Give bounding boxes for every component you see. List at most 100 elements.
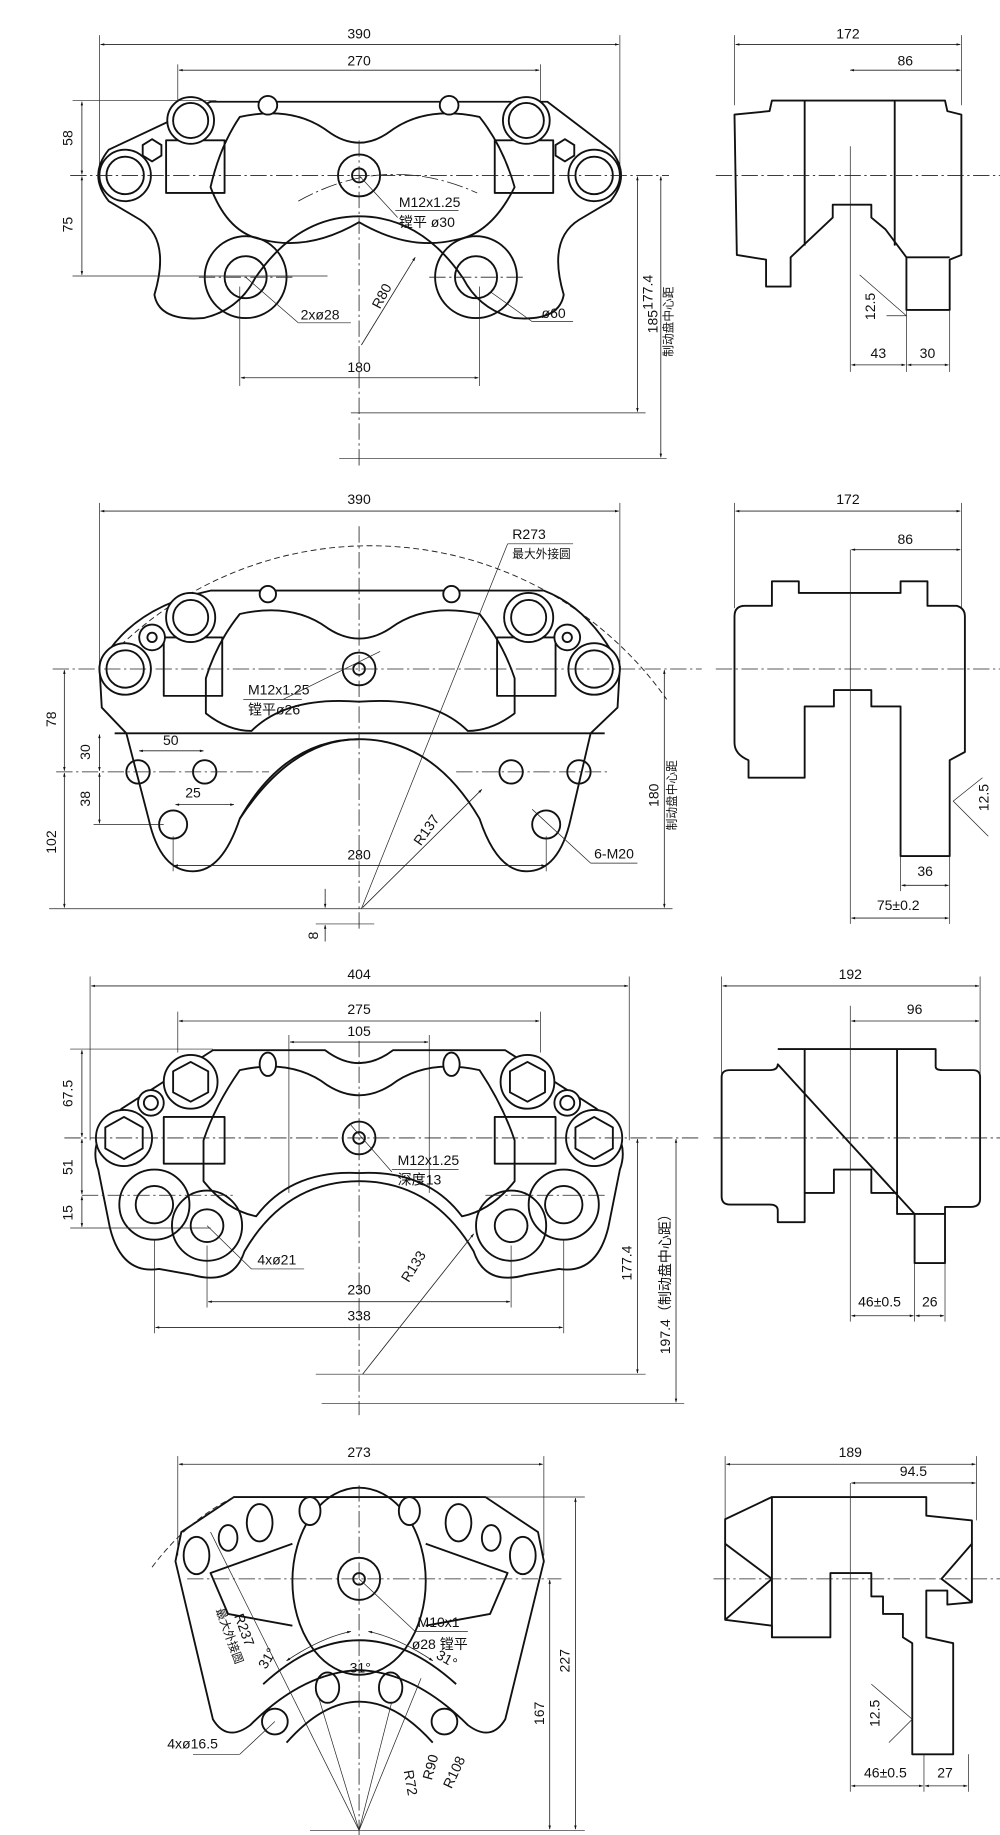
thread-spec: M12x1.25 bbox=[248, 682, 310, 698]
mount-hole bbox=[189, 1208, 225, 1243]
dim-mount-span: 280 bbox=[347, 847, 371, 863]
spotface-spec: ø28 镗平 bbox=[412, 1636, 468, 1652]
dim-height-center: 167 bbox=[531, 1701, 547, 1725]
side-profile bbox=[724, 1496, 973, 1756]
mount-hole bbox=[430, 1707, 459, 1736]
mount-hole-spec: 2xø28 bbox=[301, 306, 340, 322]
dim-67-5: 67.5 bbox=[60, 1080, 76, 1107]
view4-front: 273 31° 31° 31° R237 最大外接圆 M10x1 ø28 镗平 … bbox=[151, 1444, 585, 1835]
disc-center-label: 制动盘中心距 bbox=[662, 286, 676, 356]
dim-side-a: 36 bbox=[917, 863, 933, 879]
dim-15: 15 bbox=[60, 1205, 76, 1221]
mount-hole-spec: 4xø21 bbox=[257, 1251, 296, 1267]
dim-side-width: 172 bbox=[836, 26, 860, 42]
dim-side-half: 94.5 bbox=[900, 1463, 927, 1479]
max-radius-label: 最大外接圆 bbox=[512, 547, 570, 561]
radius-label: R137 bbox=[410, 811, 442, 848]
disc-center-label: 制动盘中心距 bbox=[665, 760, 679, 830]
piston-pocket bbox=[209, 112, 516, 245]
mount-hole bbox=[544, 1184, 584, 1225]
dim-outer-span: 338 bbox=[347, 1307, 371, 1323]
thread-spec: M12x1.25 bbox=[399, 194, 461, 210]
dim-side-half: 86 bbox=[897, 52, 913, 68]
dim-disc-center-a: 177.4 bbox=[640, 275, 656, 310]
mount-hole-spec: 4xø16.5 bbox=[167, 1735, 218, 1751]
dim-width-total: 390 bbox=[347, 26, 371, 42]
dim-bolt-span: 275 bbox=[347, 1001, 371, 1017]
view4-side: 189 94.5 12.5 46±0.5 27 bbox=[713, 1444, 1000, 1792]
bleed-nut-icon bbox=[141, 138, 163, 163]
dim-upper-height: 58 bbox=[60, 130, 76, 146]
dim-disc-center: 180 bbox=[645, 783, 661, 807]
dim-78: 78 bbox=[43, 711, 59, 727]
radius-r90: R90 bbox=[419, 1752, 441, 1781]
view2-side: 172 86 12.5 36 75±0.2 bbox=[715, 491, 1000, 924]
dim-side-b: 27 bbox=[937, 1765, 953, 1781]
dim-side-b: 75±0.2 bbox=[877, 897, 920, 913]
depth-spec: 深度13 bbox=[398, 1172, 442, 1188]
view3-front: 404 275 105 67.5 51 15 M12x1.25 深度13 4xø bbox=[60, 966, 702, 1416]
mount-hole bbox=[531, 809, 562, 840]
spotface-spec: 镗平ø26 bbox=[248, 702, 300, 718]
dim-102: 102 bbox=[43, 830, 59, 854]
bleed-nut-icon bbox=[554, 138, 576, 163]
dim-lower-height: 75 bbox=[60, 217, 76, 233]
view2-front: 390 R273 最大外接圆 M12x1.25 镗平ø26 78 102 30 … bbox=[43, 491, 702, 942]
mount-hole bbox=[261, 1707, 289, 1736]
mount-hole-spec: 6-M20 bbox=[594, 845, 634, 861]
view3-side: 192 96 46±0.5 26 bbox=[713, 966, 1000, 1322]
thread-spec: M12x1.25 bbox=[398, 1152, 460, 1168]
dim-side-width: 189 bbox=[839, 1444, 863, 1460]
dim-hole-pitch: 50 bbox=[163, 732, 179, 748]
dim-side-a: 46±0.5 bbox=[864, 1765, 907, 1781]
caliper-body-outline bbox=[97, 100, 622, 320]
dim-top-span: 105 bbox=[347, 1023, 371, 1039]
bolt-head bbox=[501, 96, 551, 145]
roughness-symbol-icon bbox=[871, 1683, 913, 1743]
dim-hole-offset: 25 bbox=[185, 785, 201, 801]
side-profile bbox=[733, 580, 966, 858]
dim-38: 38 bbox=[77, 791, 93, 807]
dim-side-b: 30 bbox=[920, 345, 936, 361]
boss-diameter: ø60 bbox=[542, 305, 566, 321]
angle-center: 31° bbox=[350, 1659, 371, 1675]
dim-side-width: 172 bbox=[836, 491, 860, 507]
radius-r108: R108 bbox=[440, 1753, 469, 1790]
disc-arch bbox=[238, 738, 360, 820]
dim-inner-span: 230 bbox=[347, 1282, 371, 1298]
thread-spec: M10x1 bbox=[418, 1614, 460, 1630]
dim-width-total: 273 bbox=[347, 1444, 371, 1460]
dim-height-total: 227 bbox=[557, 1649, 573, 1673]
angle-left: 31° bbox=[255, 1645, 279, 1671]
dim-disc-center-b: 197.4（制动盘中心距） bbox=[657, 1207, 673, 1354]
radius-r72: R72 bbox=[401, 1769, 421, 1797]
mount-hole bbox=[378, 1671, 404, 1704]
dim-51: 51 bbox=[60, 1159, 76, 1175]
side-profile bbox=[733, 99, 963, 311]
dim-30: 30 bbox=[77, 744, 93, 760]
dim-side-a: 43 bbox=[871, 345, 887, 361]
view1-side: 172 86 12.5 43 30 bbox=[715, 26, 1000, 372]
dim-disc-center-a: 177.4 bbox=[619, 1245, 635, 1280]
radius-label: R133 bbox=[398, 1248, 429, 1285]
view1-front: 390 270 58 75 M12x1.25 镗平 ø30 2xø28 ø60 … bbox=[60, 26, 676, 466]
roughness-symbol-icon bbox=[952, 777, 989, 837]
spotface-spec: 镗平 ø30 bbox=[399, 214, 455, 230]
dim-side-b: 26 bbox=[922, 1293, 938, 1309]
dim-mount-span: 180 bbox=[347, 359, 371, 375]
roughness-value: 12.5 bbox=[862, 293, 878, 320]
dim-side-a: 46±0.5 bbox=[858, 1293, 901, 1309]
dim-offset: 8 bbox=[305, 932, 321, 940]
radius-label: R80 bbox=[368, 281, 394, 311]
dim-side-half: 96 bbox=[907, 1001, 923, 1017]
mount-hole bbox=[134, 1184, 175, 1225]
dim-width-total: 404 bbox=[347, 966, 371, 982]
mount-hole bbox=[493, 1208, 529, 1243]
roughness-value: 12.5 bbox=[975, 784, 991, 811]
dim-width-total: 390 bbox=[347, 491, 371, 507]
dim-disc-center-b: 185 bbox=[644, 310, 660, 334]
mount-hole bbox=[314, 1671, 341, 1704]
dim-side-width: 192 bbox=[839, 966, 863, 982]
dim-side-half: 86 bbox=[897, 531, 913, 547]
